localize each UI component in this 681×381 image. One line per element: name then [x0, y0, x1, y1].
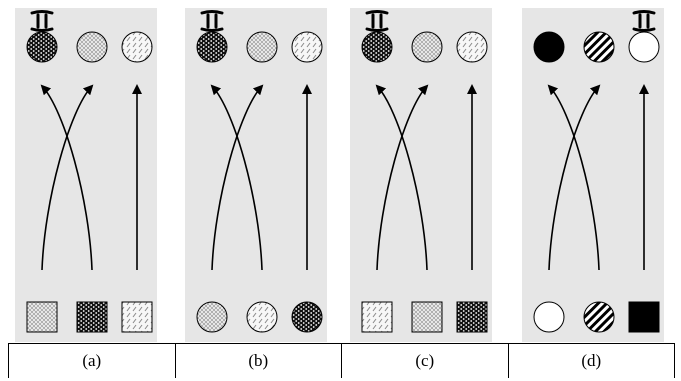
- bottom-node-circle: [583, 301, 615, 333]
- connection-arrow: [211, 84, 264, 271]
- panel-background: [15, 8, 157, 342]
- handle-marker-icon: [365, 10, 389, 32]
- top-node-circle: [628, 31, 660, 63]
- bottom-node-circle: [533, 301, 565, 333]
- panel-1: [15, 8, 157, 342]
- panel-background: [350, 8, 492, 342]
- connection-arrow: [41, 84, 94, 271]
- caption-d: (d): [507, 344, 675, 378]
- bottom-node-square: [628, 301, 660, 333]
- top-node-circle: [533, 31, 565, 63]
- top-node-circle: [121, 31, 153, 63]
- panel-2: [185, 8, 327, 342]
- panel-3: [350, 8, 492, 342]
- handle-marker-icon: [30, 10, 54, 32]
- panel-4: [522, 8, 664, 342]
- bottom-node-square: [26, 301, 58, 333]
- panel-background: [185, 8, 327, 342]
- connection-arrow: [548, 84, 601, 271]
- top-node-circle: [361, 31, 393, 63]
- bottom-node-square: [121, 301, 153, 333]
- caption-c: (c): [341, 344, 508, 378]
- connection-arrow: [376, 84, 429, 271]
- caption-row: (a) (b) (c) (d): [8, 343, 675, 378]
- caption-a: (a): [8, 344, 175, 378]
- handle-marker-icon: [632, 10, 656, 32]
- top-node-circle: [76, 31, 108, 63]
- top-node-circle: [26, 31, 58, 63]
- top-node-circle: [411, 31, 443, 63]
- bottom-node-square: [411, 301, 443, 333]
- panel-background: [522, 8, 664, 342]
- connection-arrow: [547, 84, 600, 271]
- bottom-node-square: [361, 301, 393, 333]
- top-node-circle: [456, 31, 488, 63]
- bottom-node-circle: [291, 301, 323, 333]
- caption-b: (b): [174, 344, 342, 378]
- connection-arrow: [40, 84, 93, 271]
- bottom-node-square: [76, 301, 108, 333]
- bottom-node-square: [456, 301, 488, 333]
- connection-arrow: [210, 84, 263, 271]
- top-node-circle: [246, 31, 278, 63]
- bottom-node-circle: [196, 301, 228, 333]
- bottom-node-circle: [246, 301, 278, 333]
- top-node-circle: [583, 31, 615, 63]
- connection-arrow: [375, 84, 428, 271]
- top-node-circle: [291, 31, 323, 63]
- handle-marker-icon: [200, 10, 224, 32]
- top-node-circle: [196, 31, 228, 63]
